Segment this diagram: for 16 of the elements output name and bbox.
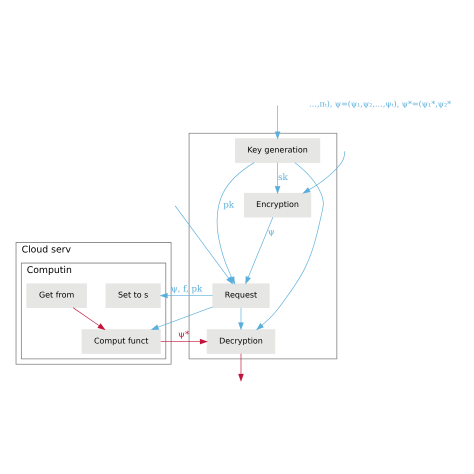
arrow: [274, 162, 280, 194]
arrow: [160, 338, 208, 344]
edge-label: ψ: [268, 228, 275, 238]
arrow: [302, 150, 346, 194]
edge-label: ψ, f, pk: [170, 284, 202, 294]
edge-label: ψ*: [178, 330, 190, 340]
edge-label: pk: [223, 200, 234, 210]
arrow: [274, 105, 280, 140]
arrow: [160, 292, 213, 298]
arrow: [245, 216, 274, 284]
arrow: [72, 307, 106, 330]
edge-label: sk: [278, 173, 288, 184]
arrow: [238, 353, 244, 382]
arrow: [238, 307, 244, 330]
arrow: [256, 162, 324, 330]
arrow: [150, 306, 213, 330]
